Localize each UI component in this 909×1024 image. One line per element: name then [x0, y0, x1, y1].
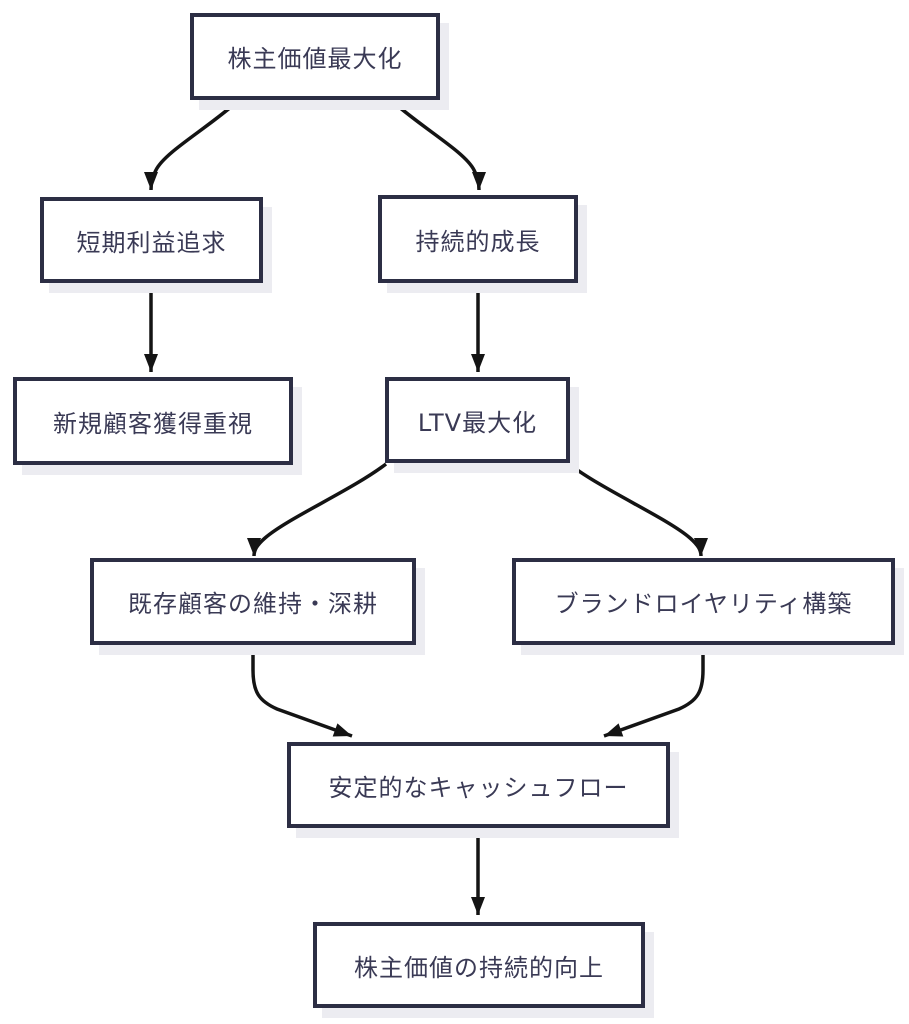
edge-ltv-to-brand-loyalty — [567, 462, 708, 557]
edge-brand-loyalty-to-cash-flow — [603, 646, 705, 738]
node-sustainable-growth: 持続的成長 — [378, 195, 578, 283]
node-sustained-shareholder-value: 株主価値の持続的向上 — [313, 922, 645, 1008]
node-short-term-profit-pursuit: 短期利益追求 — [40, 197, 263, 283]
edge-shareholder-max-to-sustainable-growth — [390, 99, 486, 191]
node-stable-cash-flow: 安定的なキャッシュフロー — [287, 742, 670, 828]
node-shareholder-value-maximization: 株主価値最大化 — [190, 13, 440, 100]
node-new-customer-acquisition-focus: 新規顧客獲得重視 — [13, 377, 293, 465]
node-existing-customer-retention: 既存顧客の維持・深耕 — [90, 558, 416, 645]
edge-ltv-to-existing-customer — [247, 462, 388, 557]
node-brand-loyalty-building: ブランドロイヤリティ構築 — [512, 558, 895, 645]
edge-existing-customer-to-cash-flow — [251, 646, 353, 738]
node-ltv-maximization: LTV最大化 — [385, 377, 570, 463]
edge-shareholder-max-to-short-term — [144, 99, 240, 191]
